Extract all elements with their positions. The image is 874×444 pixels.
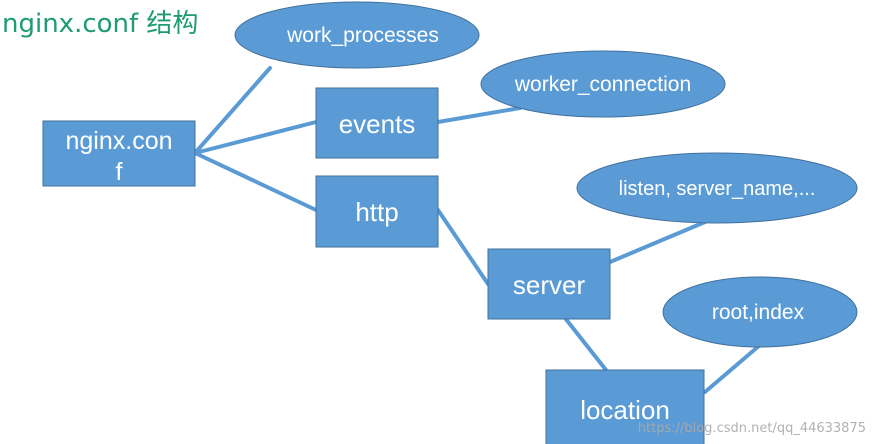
node-listen: listen, server_name,... — [576, 152, 858, 224]
edge-events-worker-connection — [436, 106, 522, 124]
node-root-index-label: root,index — [712, 301, 805, 324]
node-nginx-conf: nginx.con f — [42, 120, 196, 187]
node-root-index: root,index — [662, 276, 858, 348]
node-nginx-conf-line2: f — [116, 158, 123, 186]
node-server: server — [487, 248, 611, 320]
diagram-title: nginx.conf 结构 — [2, 9, 199, 39]
node-events-label: events — [339, 109, 416, 139]
watermark: https://blog.csdn.net/qq_44633875 — [637, 421, 866, 436]
edge-http-server — [436, 208, 490, 286]
edges — [193, 66, 762, 394]
node-listen-label: listen, server_name,... — [619, 178, 816, 200]
edge-server-listen — [608, 220, 707, 264]
edge-location-root-index — [703, 343, 762, 394]
edge-nginx-http — [193, 151, 318, 212]
node-nginx-conf-line1: nginx.con — [65, 127, 172, 155]
node-server-label: server — [513, 270, 586, 300]
node-events: events — [315, 87, 439, 159]
node-worker-connection-label: worker_connection — [514, 73, 691, 96]
node-http: http — [315, 175, 439, 248]
edge-nginx-events — [193, 120, 318, 155]
edge-server-location — [563, 316, 608, 372]
node-location: location — [545, 369, 705, 444]
node-location-label: location — [580, 395, 670, 425]
node-work-processes: work_processes — [234, 1, 480, 69]
node-work-processes-label: work_processes — [286, 24, 439, 47]
node-http-label: http — [355, 197, 398, 227]
node-worker-connection: worker_connection — [480, 50, 726, 118]
edge-nginx-work-processes — [193, 66, 272, 155]
